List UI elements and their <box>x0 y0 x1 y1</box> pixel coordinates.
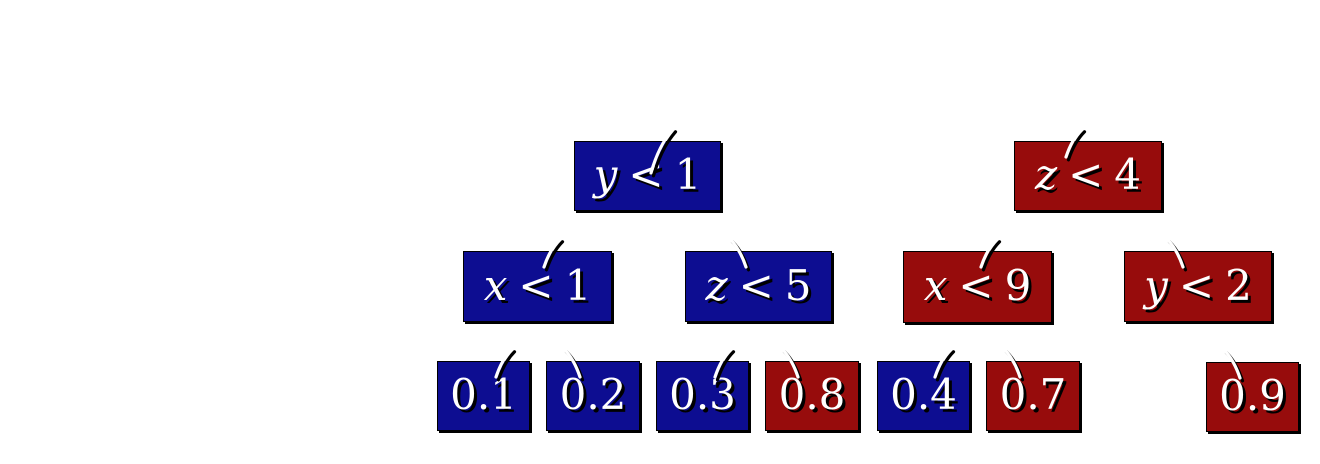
leaf-node-leaf-0-4: 0.4 <box>877 361 970 431</box>
split-variable: z <box>705 260 728 310</box>
split-operator: < <box>738 260 774 310</box>
leaf-value: 0.9 <box>1219 371 1286 420</box>
leaf-value: 0.8 <box>778 370 846 419</box>
decision-node-y-lt-2: y<2 <box>1124 251 1272 322</box>
leaf-node-leaf-0-1: 0.1 <box>437 361 530 431</box>
decision-node-y-lt-1: y<1 <box>574 141 721 211</box>
split-operator: < <box>958 261 994 310</box>
split-operator: < <box>1178 260 1215 310</box>
leaf-value: 0.1 <box>450 370 517 419</box>
split-threshold: 2 <box>1225 260 1252 310</box>
split-variable: y <box>1144 260 1168 310</box>
split-variable: x <box>483 260 508 310</box>
split-operator: < <box>1068 150 1104 199</box>
split-threshold: 9 <box>1004 261 1032 310</box>
decision-node-z-lt-4: z<4 <box>1014 141 1162 211</box>
leaf-value: 0.7 <box>999 370 1067 419</box>
leaf-value: 0.2 <box>559 370 627 419</box>
leaf-node-leaf-0-3: 0.3 <box>656 361 749 431</box>
split-variable: y <box>593 150 618 199</box>
leaf-value: 0.3 <box>669 370 736 419</box>
leaf-node-leaf-0-8: 0.8 <box>765 361 859 431</box>
split-threshold: 1 <box>564 260 592 310</box>
leaf-value: 0.4 <box>890 370 957 419</box>
leaf-node-leaf-0-7: 0.7 <box>986 361 1080 431</box>
split-variable: x <box>923 261 948 310</box>
split-variable: z <box>1034 150 1058 199</box>
split-operator: < <box>628 150 664 199</box>
decision-node-x-lt-1: x<1 <box>463 251 612 322</box>
split-threshold: 4 <box>1114 150 1142 199</box>
split-operator: < <box>518 260 554 310</box>
decision-node-z-lt-5: z<5 <box>685 251 832 322</box>
leaf-node-leaf-0-2: 0.2 <box>546 361 640 431</box>
split-threshold: 5 <box>784 260 812 310</box>
split-threshold: 1 <box>674 150 702 199</box>
decision-node-x-lt-9: x<9 <box>903 251 1052 323</box>
leaf-node-leaf-0-9: 0.9 <box>1206 362 1299 432</box>
